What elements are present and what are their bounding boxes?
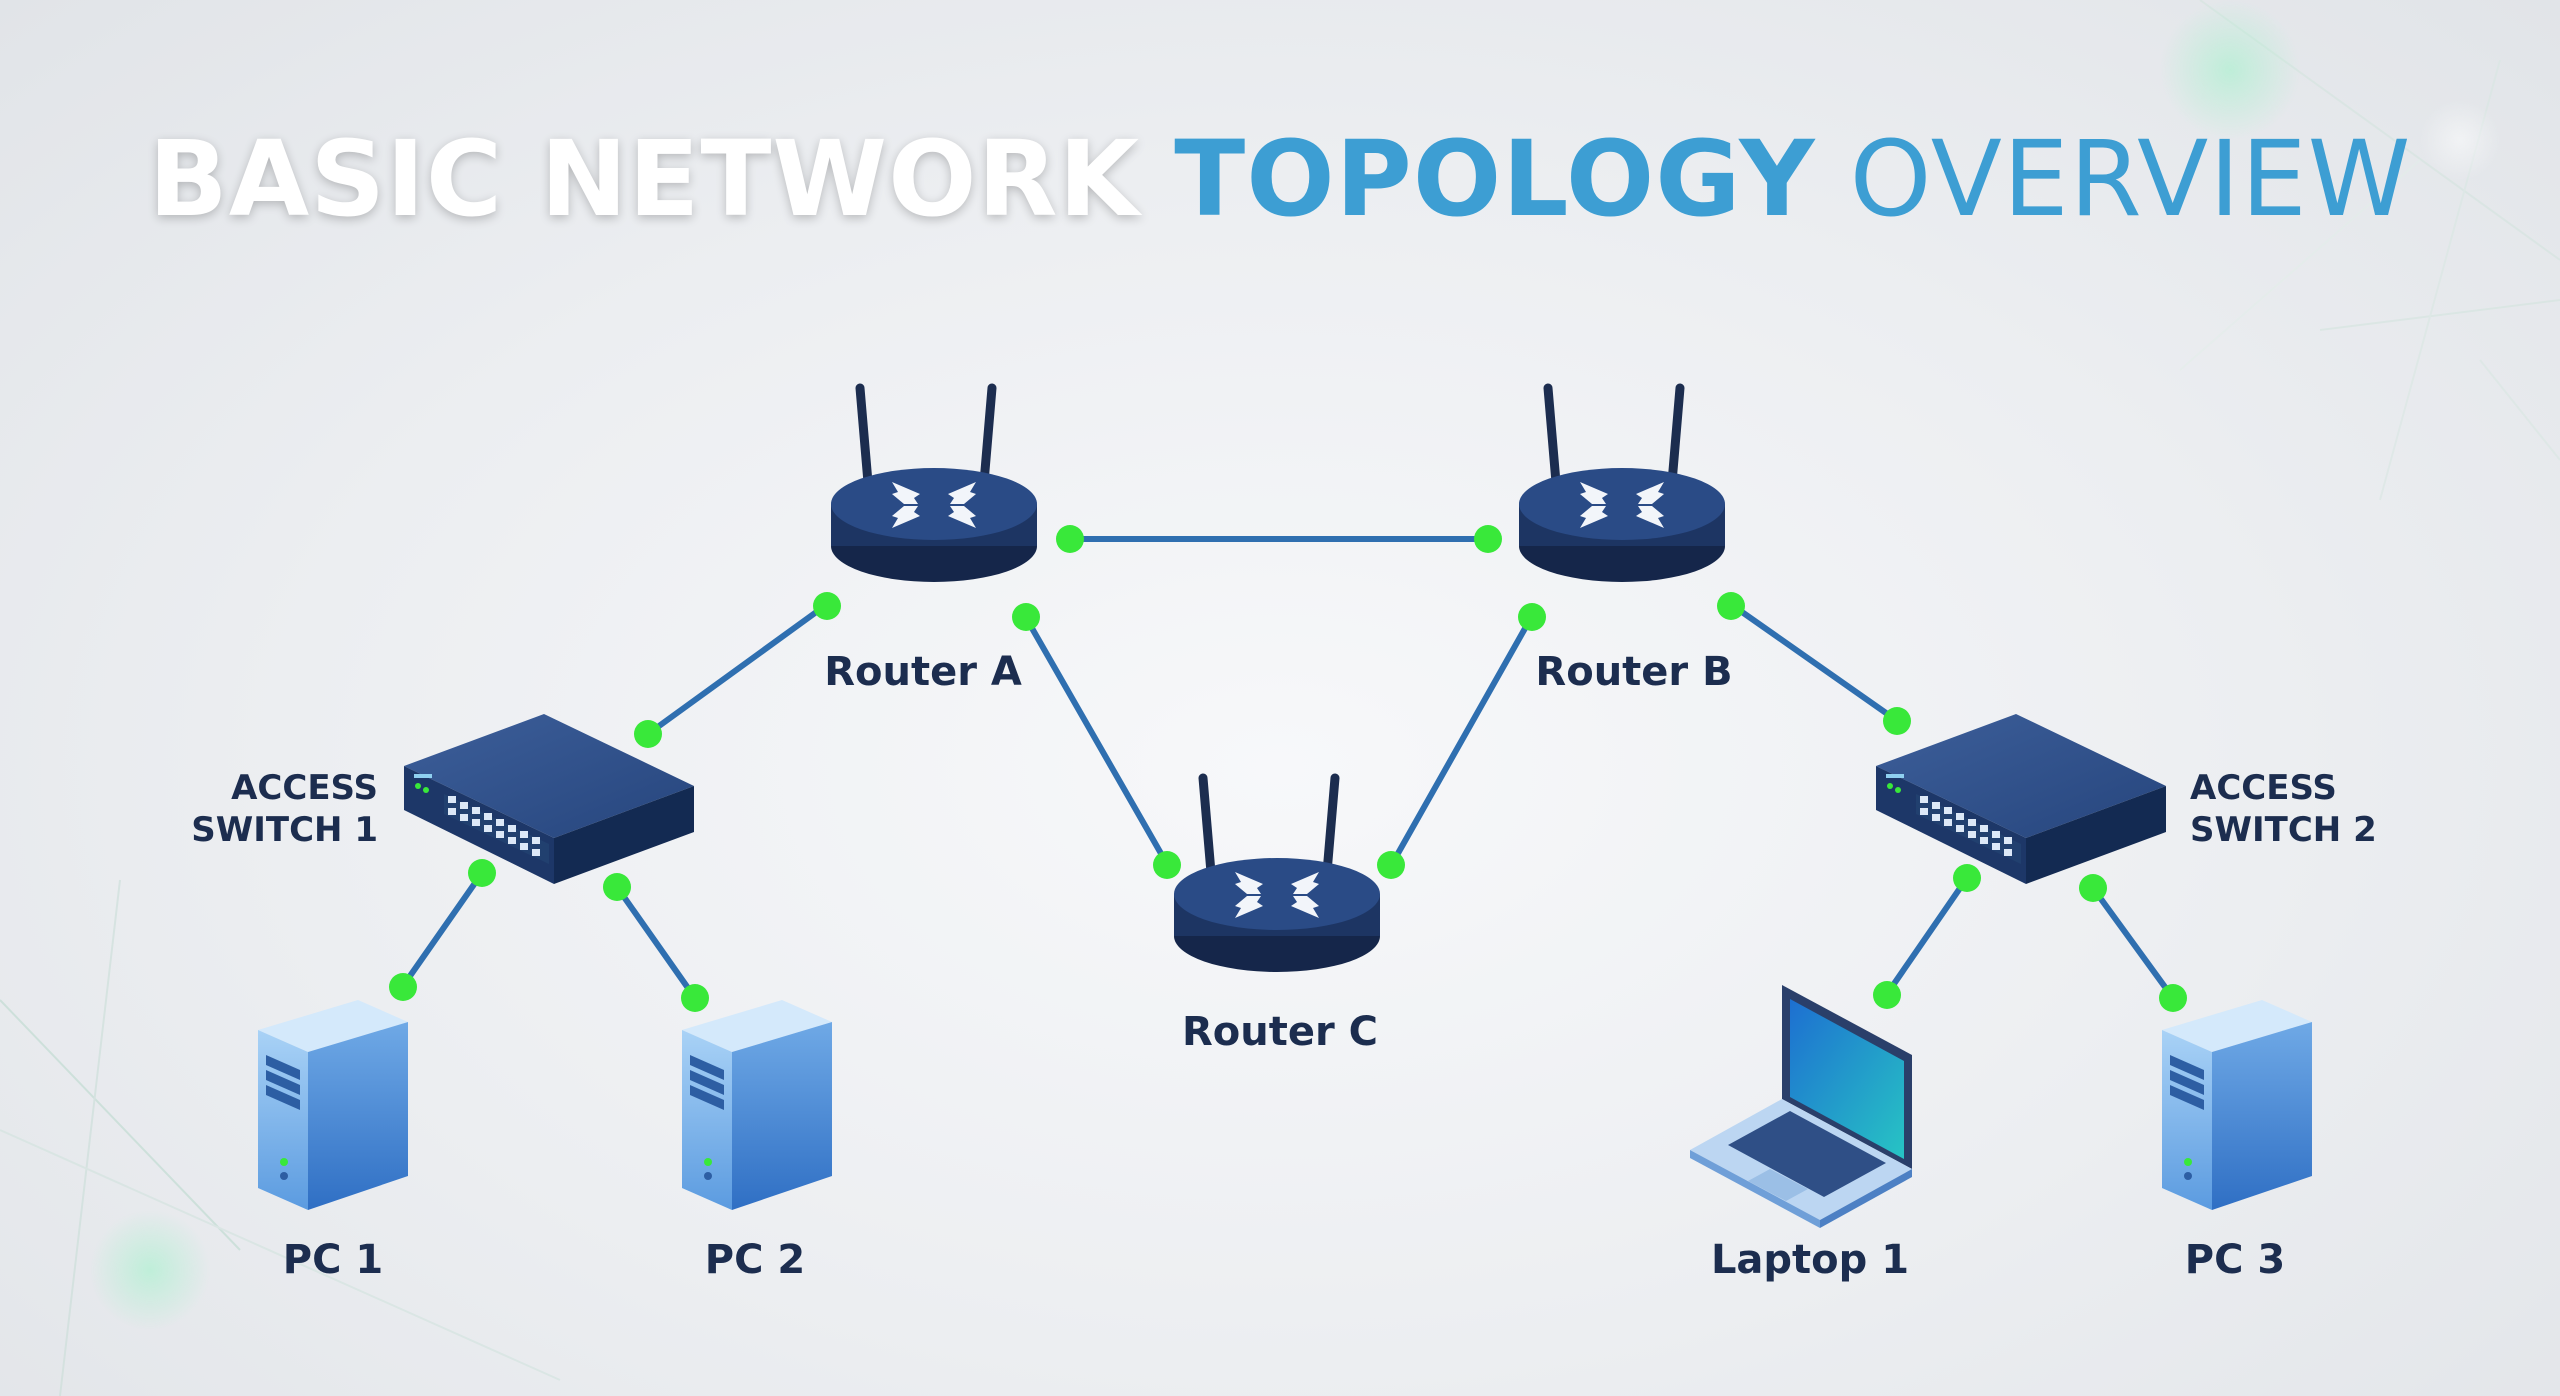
router-a-label: Router A: [824, 649, 1022, 695]
connector-dot: [2159, 984, 2187, 1012]
connector-dot: [2079, 874, 2107, 902]
pc-3-icon[interactable]: [2162, 1000, 2312, 1210]
pc-2-label: PC 2: [704, 1237, 806, 1283]
connector-dot: [468, 859, 496, 887]
pc-1-icon[interactable]: [258, 1000, 408, 1210]
pc-1-label: PC 1: [282, 1237, 384, 1283]
pc-2-icon[interactable]: [682, 1000, 832, 1210]
link-switch-2-laptop-1: [1884, 875, 1970, 997]
link-router-a-switch-1: [645, 602, 829, 737]
router-b-label: Router B: [1535, 649, 1733, 695]
link-router-b-router-c: [1389, 613, 1535, 867]
connector-dot: [1474, 525, 1502, 553]
connector-dot: [1518, 603, 1546, 631]
link-router-a-router-c: [1022, 613, 1170, 867]
switch-2-label-line2: SWITCH 2: [2190, 810, 2377, 850]
connector-dot: [1056, 525, 1084, 553]
connector-dot: [1873, 981, 1901, 1009]
laptop-1-icon[interactable]: [1690, 985, 1912, 1228]
connector-dot: [681, 984, 709, 1012]
link-router-b-switch-2: [1729, 602, 1899, 723]
connector-dot: [1377, 851, 1405, 879]
connector-dot: [603, 873, 631, 901]
title-part-2: TOPOLOGY: [1174, 118, 1816, 240]
links: [400, 536, 2176, 1001]
connector-dots: [389, 525, 2187, 1012]
link-switch-1-pc-2: [614, 884, 698, 1001]
connector-dot: [1883, 707, 1911, 735]
laptop-1-label: Laptop 1: [1710, 1237, 1910, 1283]
connector-dot: [1717, 592, 1745, 620]
switch-2-icon[interactable]: [1876, 714, 2166, 884]
switch-1-label-line2: SWITCH 1: [191, 810, 378, 850]
connector-dot: [389, 973, 417, 1001]
switch-1-label: ACCESS SWITCH 1: [170, 767, 378, 851]
router-c-label: Router C: [1181, 1009, 1379, 1055]
switch-2-label: ACCESS SWITCH 2: [2190, 767, 2377, 851]
page-title: BASIC NETWORK TOPOLOGY OVERVIEW: [0, 118, 2560, 240]
connector-dot: [813, 592, 841, 620]
switch-2-label-line1: ACCESS: [2190, 768, 2337, 808]
title-part-3: OVERVIEW: [1849, 118, 2412, 240]
connector-dot: [1953, 864, 1981, 892]
title-part-1: BASIC NETWORK: [148, 118, 1141, 240]
pc-3-label: PC 3: [2184, 1237, 2286, 1283]
router-c-icon[interactable]: [1174, 778, 1380, 972]
connector-dot: [1012, 603, 1040, 631]
link-switch-1-pc-1: [400, 870, 485, 989]
router-b-icon[interactable]: [1519, 388, 1725, 582]
connector-dot: [634, 720, 662, 748]
switch-1-label-line1: ACCESS: [231, 768, 378, 808]
connector-dot: [1153, 851, 1181, 879]
link-switch-2-pc-3: [2090, 885, 2176, 1001]
router-a-icon[interactable]: [831, 388, 1037, 582]
